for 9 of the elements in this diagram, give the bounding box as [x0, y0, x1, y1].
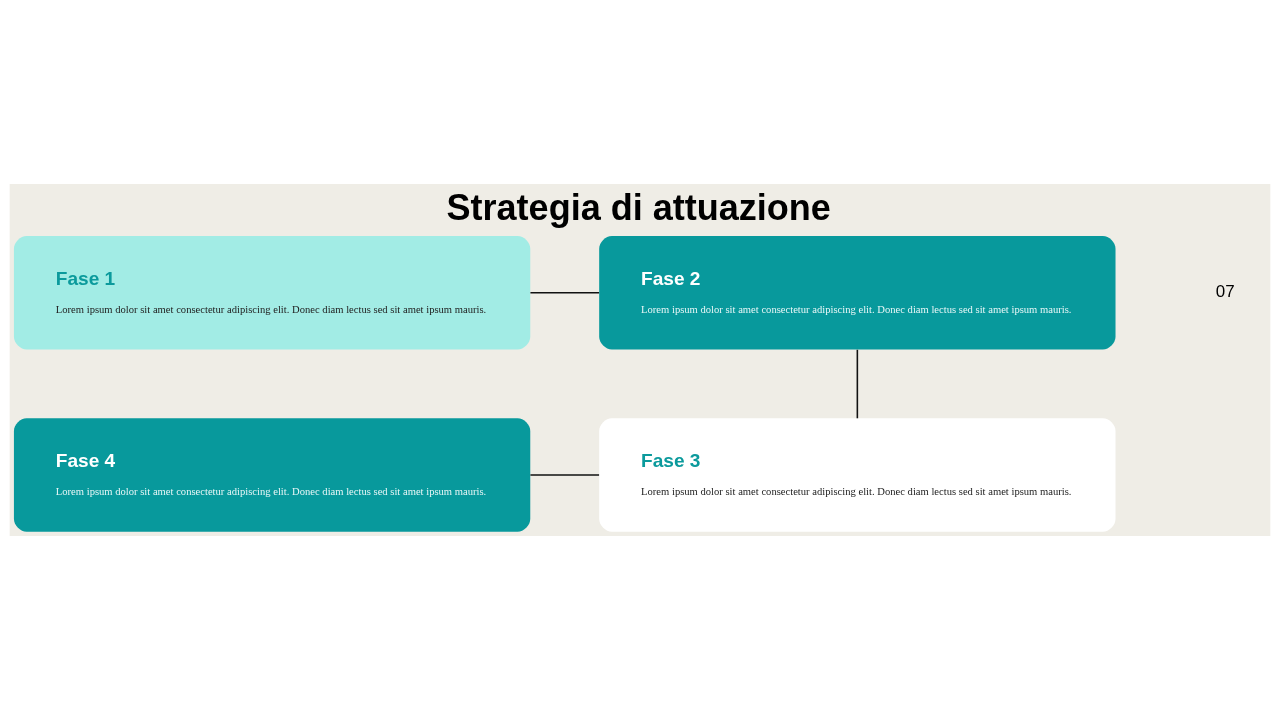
node-box: Fase 4 Lorem ipsum dolor sit amet consectetur adipiscing elit. Donec diam lectus sed sit amet ipsum mauris. — [13, 418, 531, 532]
connector — [529, 291, 600, 294]
connector — [529, 474, 600, 476]
node-box: Fase 3 Lorem ipsum dolor sit amet consectetur adipiscing elit. Donec diam lectus sed sit amet ipsum mauris. — [599, 418, 1116, 532]
label: 07 — [1215, 281, 1235, 301]
diagram-title: Strategia di attuazione — [446, 187, 831, 229]
connector — [856, 349, 859, 420]
node-box: Fase 2 Lorem ipsum dolor sit amet consectetur adipiscing elit. Donec diam lectus sed sit amet ipsum mauris. — [599, 235, 1116, 350]
node-box: Fase 1 Lorem ipsum dolor sit amet consectetur adipiscing elit. Donec diam lectus sed sit amet ipsum mauris. — [13, 235, 531, 350]
